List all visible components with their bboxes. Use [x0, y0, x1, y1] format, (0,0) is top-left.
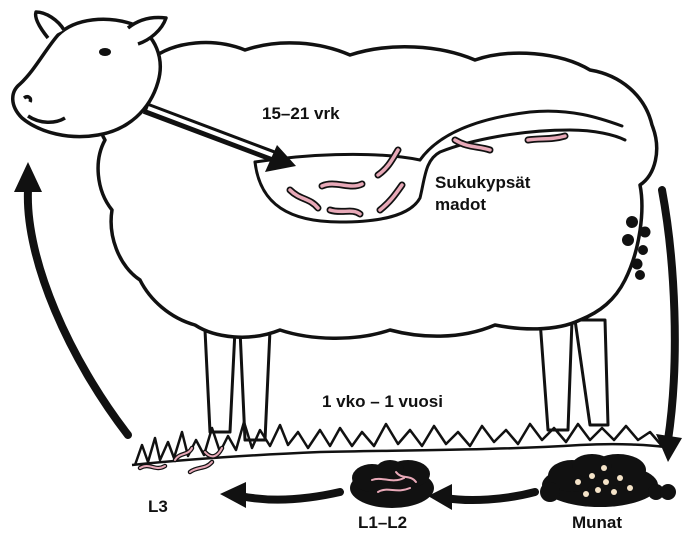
- rear-left-leg: [540, 320, 572, 430]
- arrow-eggs-to-l1l2: [445, 492, 535, 500]
- label-stage-l3: L3: [148, 497, 168, 516]
- sheep-body: [98, 43, 657, 339]
- rear-right-leg: [575, 320, 608, 425]
- label-duration-in-host: 15–21 vrk: [262, 104, 340, 123]
- sheep-legs: [205, 320, 608, 440]
- front-left-leg: [205, 330, 235, 432]
- label-adult-worms-line1: Sukukypsät: [435, 173, 531, 192]
- arrow-l3-to-mouth-head: [14, 162, 42, 192]
- arrow-l1l2-to-l3-head: [220, 482, 246, 508]
- label-stage-l1-l2: L1–L2: [358, 513, 407, 532]
- arrow-to-ground-head: [656, 434, 682, 462]
- larvae-dung-pile: [350, 460, 434, 508]
- arrow-l1l2-to-l3: [240, 492, 340, 499]
- label-duration-on-pasture: 1 vko – 1 vuosi: [322, 392, 443, 411]
- sheep-eye: [99, 48, 111, 56]
- label-stage-eggs: Munat: [572, 513, 622, 532]
- label-adult-worms-line2: madot: [435, 195, 486, 214]
- arrow-to-ground: [662, 190, 675, 440]
